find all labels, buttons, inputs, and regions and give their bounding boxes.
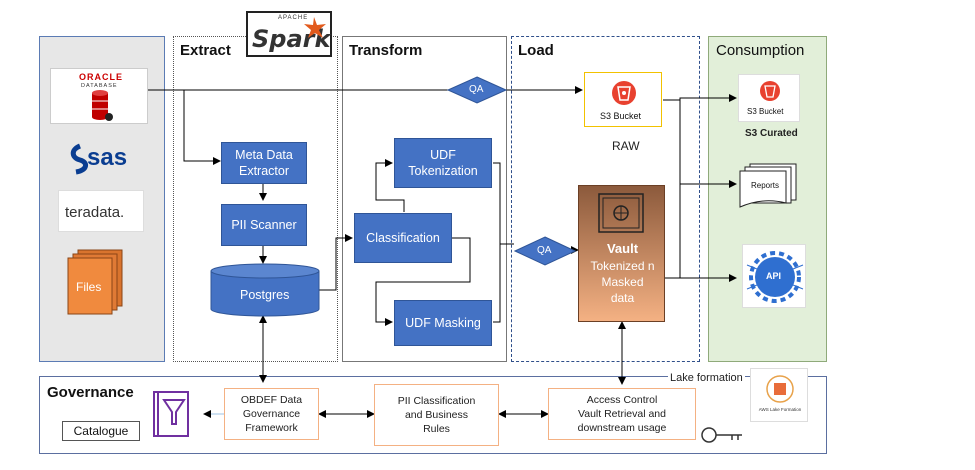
oracle-database: ORACLE DATABASE	[50, 68, 148, 124]
pii-line2: and Business	[404, 409, 469, 421]
metadata-line1: Meta Data	[235, 148, 293, 162]
sas-logo: sas	[68, 142, 148, 176]
teradata-label: teradata.	[65, 204, 125, 221]
sas-label: sas	[87, 144, 128, 171]
qa-diamond-top: QA	[447, 76, 507, 104]
raw-label: RAW	[612, 139, 640, 153]
qa-diamond-top-shape	[447, 76, 507, 104]
obdef-framework: OBDEF Data Governance Framework	[224, 388, 319, 440]
access-line2: Vault Retrieval and	[578, 408, 666, 420]
access-line1: Access Control	[586, 394, 658, 406]
spark-logo: APACHE Spark	[246, 11, 332, 57]
vault-safe-icon	[598, 193, 644, 233]
database-icon	[92, 90, 113, 121]
transform-header: Transform	[349, 42, 423, 59]
load-header: Load	[518, 42, 554, 59]
vault-line1: Tokenized n	[590, 259, 655, 273]
oracle-label: ORACLE	[79, 72, 123, 82]
postgres-cylinder	[210, 263, 320, 317]
catalogue-label: Catalogue	[62, 421, 140, 441]
qa-label-top: QA	[469, 84, 484, 95]
obdef-line1: OBDEF Data	[240, 394, 303, 406]
vault: Vault Tokenized n Masked data	[578, 185, 665, 322]
api-gear-icon	[746, 251, 804, 303]
spark-logo-apache: APACHE	[278, 15, 309, 21]
sas-swirl-icon	[70, 143, 88, 175]
udf-tok-line2: Tokenization	[408, 164, 478, 178]
udf-tokenization: UDF Tokenization	[394, 138, 492, 188]
udf-tok-line1: UDF	[430, 148, 456, 162]
pii-scanner: PII Scanner	[221, 204, 307, 246]
vault-title: Vault	[606, 241, 639, 256]
governance-panel	[39, 376, 827, 454]
s3-curated-icon	[760, 81, 780, 101]
files-stack: Files	[66, 248, 126, 316]
glue-catalogue-icon	[153, 391, 189, 437]
postgres-label: Postgres	[240, 288, 290, 302]
pii-line1: PII Classification	[397, 395, 476, 407]
s3-raw-label: S3 Bucket	[600, 111, 642, 121]
vault-line3: data	[610, 291, 635, 305]
metadata-line2: Extractor	[238, 164, 289, 178]
lake-formation-icon-label: AWS Lake Formation	[758, 407, 802, 412]
s3-curated-label: S3 Curated	[745, 128, 798, 139]
metadata-extractor: Meta Data Extractor	[221, 142, 307, 184]
key-icon	[700, 425, 744, 445]
teradata-logo: teradata.	[58, 190, 144, 232]
files-label: Files	[76, 280, 102, 294]
access-line3: downstream usage	[577, 422, 667, 434]
reports-label: Reports	[751, 181, 780, 190]
key-icon-shape	[701, 427, 742, 443]
reports-stack: Reports	[738, 163, 798, 209]
obdef-line3: Framework	[245, 422, 298, 434]
lake-formation-icon	[766, 375, 794, 403]
oracle-sublabel: DATABASE	[81, 83, 118, 89]
catalogue-icon	[152, 390, 198, 438]
api-label: API	[766, 271, 782, 281]
reports-icon	[739, 163, 797, 208]
udf-masking: UDF Masking	[394, 300, 492, 346]
spark-star-icon	[304, 17, 326, 38]
vault-line2: Masked	[601, 275, 644, 289]
pii-line3: Rules	[423, 423, 450, 435]
extract-header: Extract	[180, 42, 231, 59]
qa-diamond-mid-shape	[514, 236, 576, 266]
postgres-db: Postgres	[210, 263, 320, 317]
files-icon	[67, 249, 123, 315]
qa-diamond-mid: QA	[514, 236, 576, 266]
classification: Classification	[354, 213, 452, 263]
pii-classification-rules: PII Classification and Business Rules	[374, 384, 499, 446]
consumption-header: Consumption	[716, 42, 805, 59]
s3-curated-bucket: S3 Bucket	[738, 74, 800, 122]
s3-curated-bucket-label: S3 Bucket	[747, 107, 784, 116]
qa-label-mid: QA	[537, 245, 552, 256]
obdef-line2: Governance	[242, 408, 301, 420]
lake-formation-label: Lake formation	[668, 372, 745, 384]
lake-formation-tile: AWS Lake Formation	[750, 368, 808, 422]
access-control: Access Control Vault Retrieval and downs…	[548, 388, 696, 440]
s3-raw-bucket: S3 Bucket	[584, 72, 662, 127]
api-tile: API	[742, 244, 806, 308]
governance-header: Governance	[47, 384, 134, 401]
s3-bucket-icon	[612, 81, 636, 105]
